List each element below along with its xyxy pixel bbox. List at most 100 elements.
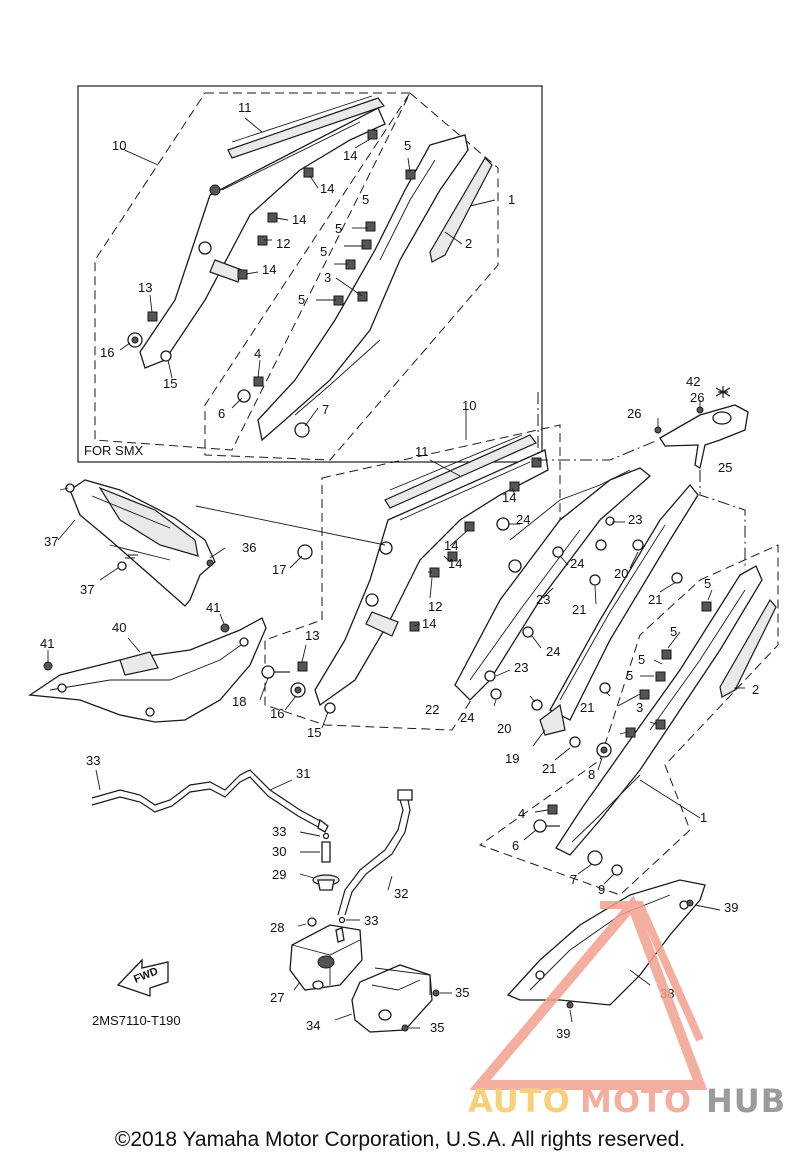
main-side-cover-group: 5 5 5 5 3 2 8 1 4 6 7 9 [478,544,779,897]
callout-5: 5 [670,624,677,639]
left-covers-group: 36 37 37 41 40 41 [28,479,267,723]
callout-17: 17 [272,562,286,577]
callout-24: 24 [546,644,560,659]
callout-35: 35 [430,1020,444,1035]
callout-37: 37 [80,582,94,597]
callout-5: 5 [298,292,305,307]
callout-20: 20 [497,721,511,736]
callout-10: 10 [462,398,476,413]
callout-33: 33 [272,824,286,839]
callout-23: 23 [536,592,550,607]
main-seat-cowl-group: 10 11 14 14 14 17 12 14 13 18 16 15 [195,398,561,740]
callout-23: 23 [628,512,642,527]
callout-34: 34 [306,1018,320,1033]
callout-13: 13 [138,280,152,295]
callout-40: 40 [112,620,126,635]
callout-3: 3 [324,270,331,285]
smx-frame-10 [139,107,386,369]
callout-4: 4 [254,346,261,361]
callout-39: 39 [724,900,738,915]
watermark-logo: AUTO MOTO HUB [468,895,786,1120]
bolt-28 [307,917,317,927]
callout-6: 6 [512,838,519,853]
rear-side-panel [549,483,699,721]
callout-12: 12 [428,599,442,614]
callout-24: 24 [460,710,474,725]
smx-strip-11 [227,97,385,159]
callout-27: 27 [270,990,284,1005]
copyright-notice: ©2018 Yamaha Motor Corporation, U.S.A. A… [114,1128,686,1151]
callout-41: 41 [206,600,220,615]
callout-13: 13 [305,628,319,643]
tank-cover-34 [351,964,433,1033]
side-cover-1 [555,565,763,856]
callout-30: 30 [272,844,286,859]
callout-12: 12 [276,236,290,251]
callout-36: 36 [242,540,256,555]
diagram-code: 2MS7110-T190 [92,1013,181,1028]
callout-7: 7 [570,872,577,887]
smx-group-1-outline [204,92,499,461]
callout-14: 14 [292,212,306,227]
callout-3: 3 [636,700,643,715]
smx-inset-label: FOR SMX [84,443,144,458]
callout-5: 5 [362,192,369,207]
callout-26: 26 [690,390,704,405]
callout-5: 5 [626,668,633,683]
callout-21: 21 [580,700,594,715]
callout-14: 14 [343,148,357,163]
callout-25: 25 [718,460,732,475]
callout-18: 18 [232,694,246,709]
smx-side-cover-1 [257,134,469,442]
callout-2: 2 [752,682,759,697]
group-10-outline [264,424,561,731]
callout-31: 31 [296,766,310,781]
callout-33: 33 [86,753,100,768]
callout-21: 21 [572,602,586,617]
callout-5: 5 [638,652,645,667]
callout-33: 33 [364,913,378,928]
callout-14: 14 [448,556,462,571]
callout-41: 41 [40,636,54,651]
strip-2 [719,598,777,698]
callout-11: 11 [238,100,252,115]
callout-19: 19 [505,751,519,766]
callout-4: 4 [518,806,525,821]
rear-brackets-group: 23 24 24 20 23 21 21 24 23 22 24 20 21 1… [425,467,699,776]
hose-32 [337,799,404,916]
callout-14: 14 [502,490,516,505]
callout-24: 24 [570,556,584,571]
smx-inset: FOR SMX [77,85,543,463]
callout-6: 6 [218,406,225,421]
callout-14: 14 [320,181,334,196]
group-1-outline [478,544,779,896]
callout-14: 14 [262,262,276,277]
fitting-30 [321,841,331,863]
callout-9: 9 [598,882,605,897]
callout-15: 15 [307,725,321,740]
watermark-text-hub: HUB [706,1082,786,1120]
callout-32: 32 [394,886,408,901]
cover-36 [69,479,216,607]
callout-10: 10 [112,138,126,153]
callout-5: 5 [335,221,342,236]
callout-26: 26 [627,406,641,421]
callout-14: 14 [422,616,436,631]
callout-39: 39 [556,1026,570,1041]
smx-inset-frame [77,85,543,463]
callout-20: 20 [614,566,628,581]
callout-29: 29 [272,867,286,882]
callout-11: 11 [415,444,429,459]
callout-5: 5 [404,138,411,153]
fwd-arrow-icon [116,958,169,997]
callout-15: 15 [163,376,177,391]
callout-42: 42 [686,374,700,389]
tail-bracket-25 [659,404,749,470]
callout-24: 24 [516,512,530,527]
rear-inner-panel-22 [454,467,652,701]
watermark-text-auto: AUTO [468,1082,571,1120]
callout-16: 16 [270,706,284,721]
callout-16: 16 [100,345,114,360]
watermark-triangle-icon [469,895,708,1090]
